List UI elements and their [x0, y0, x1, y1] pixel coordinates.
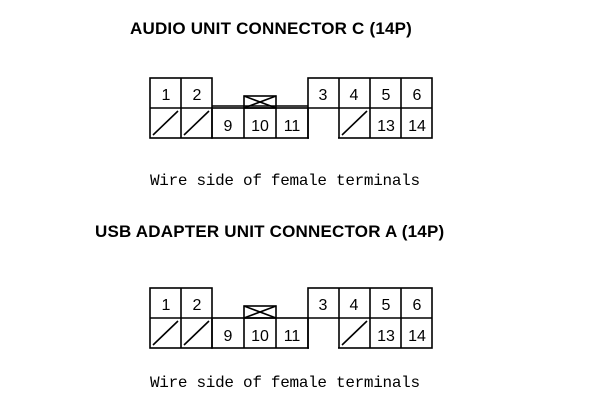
pin-10: 10: [251, 118, 269, 135]
pin-11: 11: [284, 118, 301, 135]
pin-13: 13: [377, 118, 395, 135]
connector-c-svg: 1 2 3 4 5 6 9 10 11 13 14: [149, 77, 433, 139]
empty-slot-diagonal: [183, 320, 210, 346]
pin-14: 14: [408, 328, 426, 345]
connector-a-title: USB ADAPTER UNIT CONNECTOR A (14P): [95, 222, 445, 241]
pin-5: 5: [382, 87, 391, 104]
empty-slot-diagonal: [183, 110, 210, 136]
connector-a-caption: Wire side of female terminals: [150, 374, 420, 392]
pin-1: 1: [162, 297, 171, 314]
pin-1: 1: [162, 87, 171, 104]
connector-c-title: AUDIO UNIT CONNECTOR C (14P): [130, 19, 413, 38]
empty-slot-diagonal: [341, 320, 368, 346]
pin-4: 4: [350, 297, 359, 314]
lock-tab: [243, 305, 277, 319]
empty-slot-diagonal: [341, 110, 368, 136]
pin-3: 3: [319, 297, 328, 314]
pin-9: 9: [224, 328, 233, 345]
pin-6: 6: [413, 87, 422, 104]
empty-slot-diagonal: [152, 320, 179, 346]
empty-slot-diagonal: [152, 110, 179, 136]
pin-5: 5: [382, 297, 391, 314]
lock-tab: [243, 95, 277, 109]
pin-13: 13: [377, 328, 395, 345]
connector-c-caption: Wire side of female terminals: [150, 172, 420, 190]
connector-a-diagram: 1 2 3 4 5 6 9 10 11 13 14: [0, 286, 608, 352]
connector-a-svg: 1 2 3 4 5 6 9 10 11 13 14: [149, 287, 433, 349]
pin-11: 11: [284, 328, 301, 345]
pin-3: 3: [319, 87, 328, 104]
pin-10: 10: [251, 328, 269, 345]
pin-2: 2: [193, 297, 202, 314]
pin-4: 4: [350, 87, 359, 104]
connector-c-diagram: 1 2 3 4 5 6 9 10 11 13 14: [0, 76, 608, 142]
pin-2: 2: [193, 87, 202, 104]
pin-9: 9: [224, 118, 233, 135]
pin-6: 6: [413, 297, 422, 314]
pin-14: 14: [408, 118, 426, 135]
